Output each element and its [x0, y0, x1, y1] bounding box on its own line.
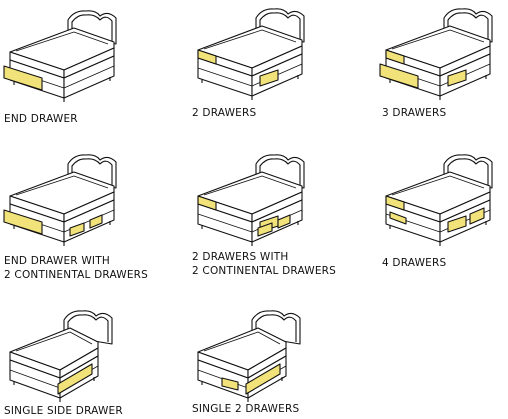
bed-illustration [378, 6, 502, 102]
bed-illustration [2, 308, 126, 404]
bed-option-label-line: 2 DRAWERS [192, 106, 256, 120]
bed-option-5 [190, 152, 314, 248]
bed-option-3 [378, 6, 502, 102]
bed-option-label-line: 2 CONTINENTAL DRAWERS [192, 264, 336, 278]
bed-option-label: 2 DRAWERS WITH2 CONTINENTAL DRAWERS [192, 250, 336, 278]
bed-option-label-line: 2 DRAWERS WITH [192, 250, 336, 264]
bed-option-6 [378, 152, 502, 248]
bed-option-label-line: 3 DRAWERS [382, 106, 446, 120]
bed-option-label-line: END DRAWER WITH [4, 254, 148, 268]
bed-option-label-line: SINGLE 2 DRAWERS [192, 402, 299, 416]
bed-option-label: END DRAWER WITH2 CONTINENTAL DRAWERS [4, 254, 148, 282]
bed-option-label-line: 2 CONTINENTAL DRAWERS [4, 268, 148, 282]
bed-option-label: END DRAWER [4, 112, 78, 126]
bed-illustration [190, 152, 314, 248]
bed-option-7 [2, 308, 126, 404]
bed-drawing [198, 9, 304, 100]
bed-illustration [190, 308, 314, 404]
bed-illustration [2, 8, 126, 104]
bed-drawing [386, 9, 492, 100]
bed-drawing [386, 155, 492, 246]
bed-illustration [190, 6, 314, 102]
bed-option-label: 3 DRAWERS [382, 106, 446, 120]
bed-drawing [10, 11, 116, 102]
bed-illustration [2, 152, 126, 248]
bed-drawing [10, 155, 116, 246]
bed-drawing [198, 155, 304, 246]
bed-option-label: 2 DRAWERS [192, 106, 256, 120]
bed-option-2 [190, 6, 314, 102]
bed-option-label-line: END DRAWER [4, 112, 78, 126]
bed-option-1 [2, 8, 126, 104]
bed-option-8 [190, 308, 314, 404]
bed-option-label-line: 4 DRAWERS [382, 256, 446, 270]
bed-option-label-line: SINGLE SIDE DRAWER [4, 404, 123, 418]
bed-option-4 [2, 152, 126, 248]
bed-option-label: SINGLE 2 DRAWERS [192, 402, 299, 416]
bed-illustration [378, 152, 502, 248]
bed-option-label: SINGLE SIDE DRAWER [4, 404, 123, 418]
bed-option-label: 4 DRAWERS [382, 256, 446, 270]
